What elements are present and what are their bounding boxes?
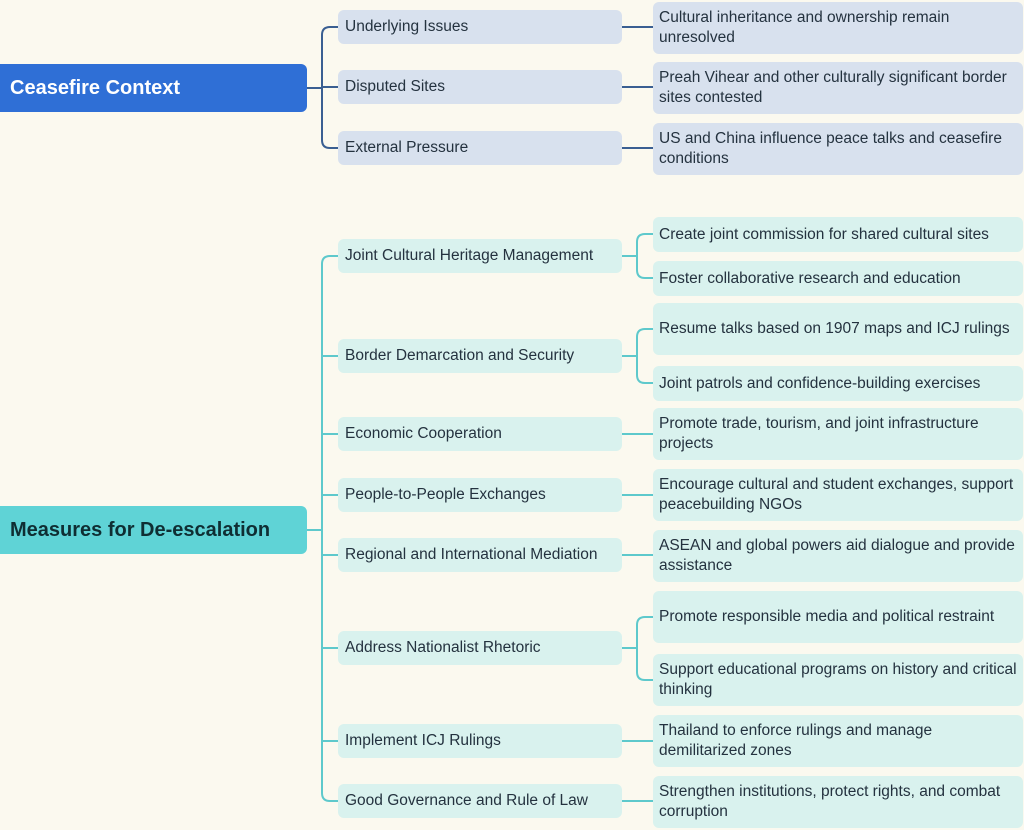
topic-people-exchanges[interactable]: People-to-People Exchanges <box>338 478 622 512</box>
detail-resume-talks[interactable]: Resume talks based on 1907 maps and ICJ … <box>653 303 1023 355</box>
measures-spine <box>321 255 339 802</box>
detail-responsible-media[interactable]: Promote responsible media and political … <box>653 591 1023 643</box>
topic-joint-cultural-heritage[interactable]: Joint Cultural Heritage Management <box>338 239 622 273</box>
detail-educational-programs[interactable]: Support educational programs on history … <box>653 654 1023 706</box>
topic-disputed-sites[interactable]: Disputed Sites <box>338 70 622 104</box>
detail-asean-dialogue[interactable]: ASEAN and global powers aid dialogue and… <box>653 530 1023 582</box>
detail-collaborative-research[interactable]: Foster collaborative research and educat… <box>653 261 1023 296</box>
topic-border-demarcation[interactable]: Border Demarcation and Security <box>338 339 622 373</box>
detail-enforce-rulings[interactable]: Thailand to enforce rulings and manage d… <box>653 715 1023 767</box>
detail-external-pressure[interactable]: US and China influence peace talks and c… <box>653 123 1023 175</box>
detail-promote-trade[interactable]: Promote trade, tourism, and joint infras… <box>653 408 1023 460</box>
topic-regional-mediation[interactable]: Regional and International Mediation <box>338 538 622 572</box>
detail-joint-commission[interactable]: Create joint commission for shared cultu… <box>653 217 1023 252</box>
detail-disputed-sites[interactable]: Preah Vihear and other culturally signif… <box>653 62 1023 114</box>
rhetoric-fork-bracket <box>636 616 654 681</box>
topic-icj-rulings[interactable]: Implement ICJ Rulings <box>338 724 622 758</box>
topic-external-pressure[interactable]: External Pressure <box>338 131 622 165</box>
detail-joint-patrols[interactable]: Joint patrols and confidence-building ex… <box>653 366 1023 401</box>
detail-strengthen-institutions[interactable]: Strengthen institutions, protect rights,… <box>653 776 1023 828</box>
detail-underlying-issues[interactable]: Cultural inheritance and ownership remai… <box>653 2 1023 54</box>
topic-economic-cooperation[interactable]: Economic Cooperation <box>338 417 622 451</box>
topic-underlying-issues[interactable]: Underlying Issues <box>338 10 622 44</box>
root-ceasefire-context[interactable]: Ceasefire Context <box>0 64 307 112</box>
border-fork-bracket <box>636 328 654 384</box>
root-measures-de-escalation[interactable]: Measures for De-escalation <box>0 506 307 554</box>
heritage-fork-bracket <box>636 233 654 279</box>
topic-good-governance[interactable]: Good Governance and Rule of Law <box>338 784 622 818</box>
detail-encourage-exchanges[interactable]: Encourage cultural and student exchanges… <box>653 469 1023 521</box>
topic-nationalist-rhetoric[interactable]: Address Nationalist Rhetoric <box>338 631 622 665</box>
